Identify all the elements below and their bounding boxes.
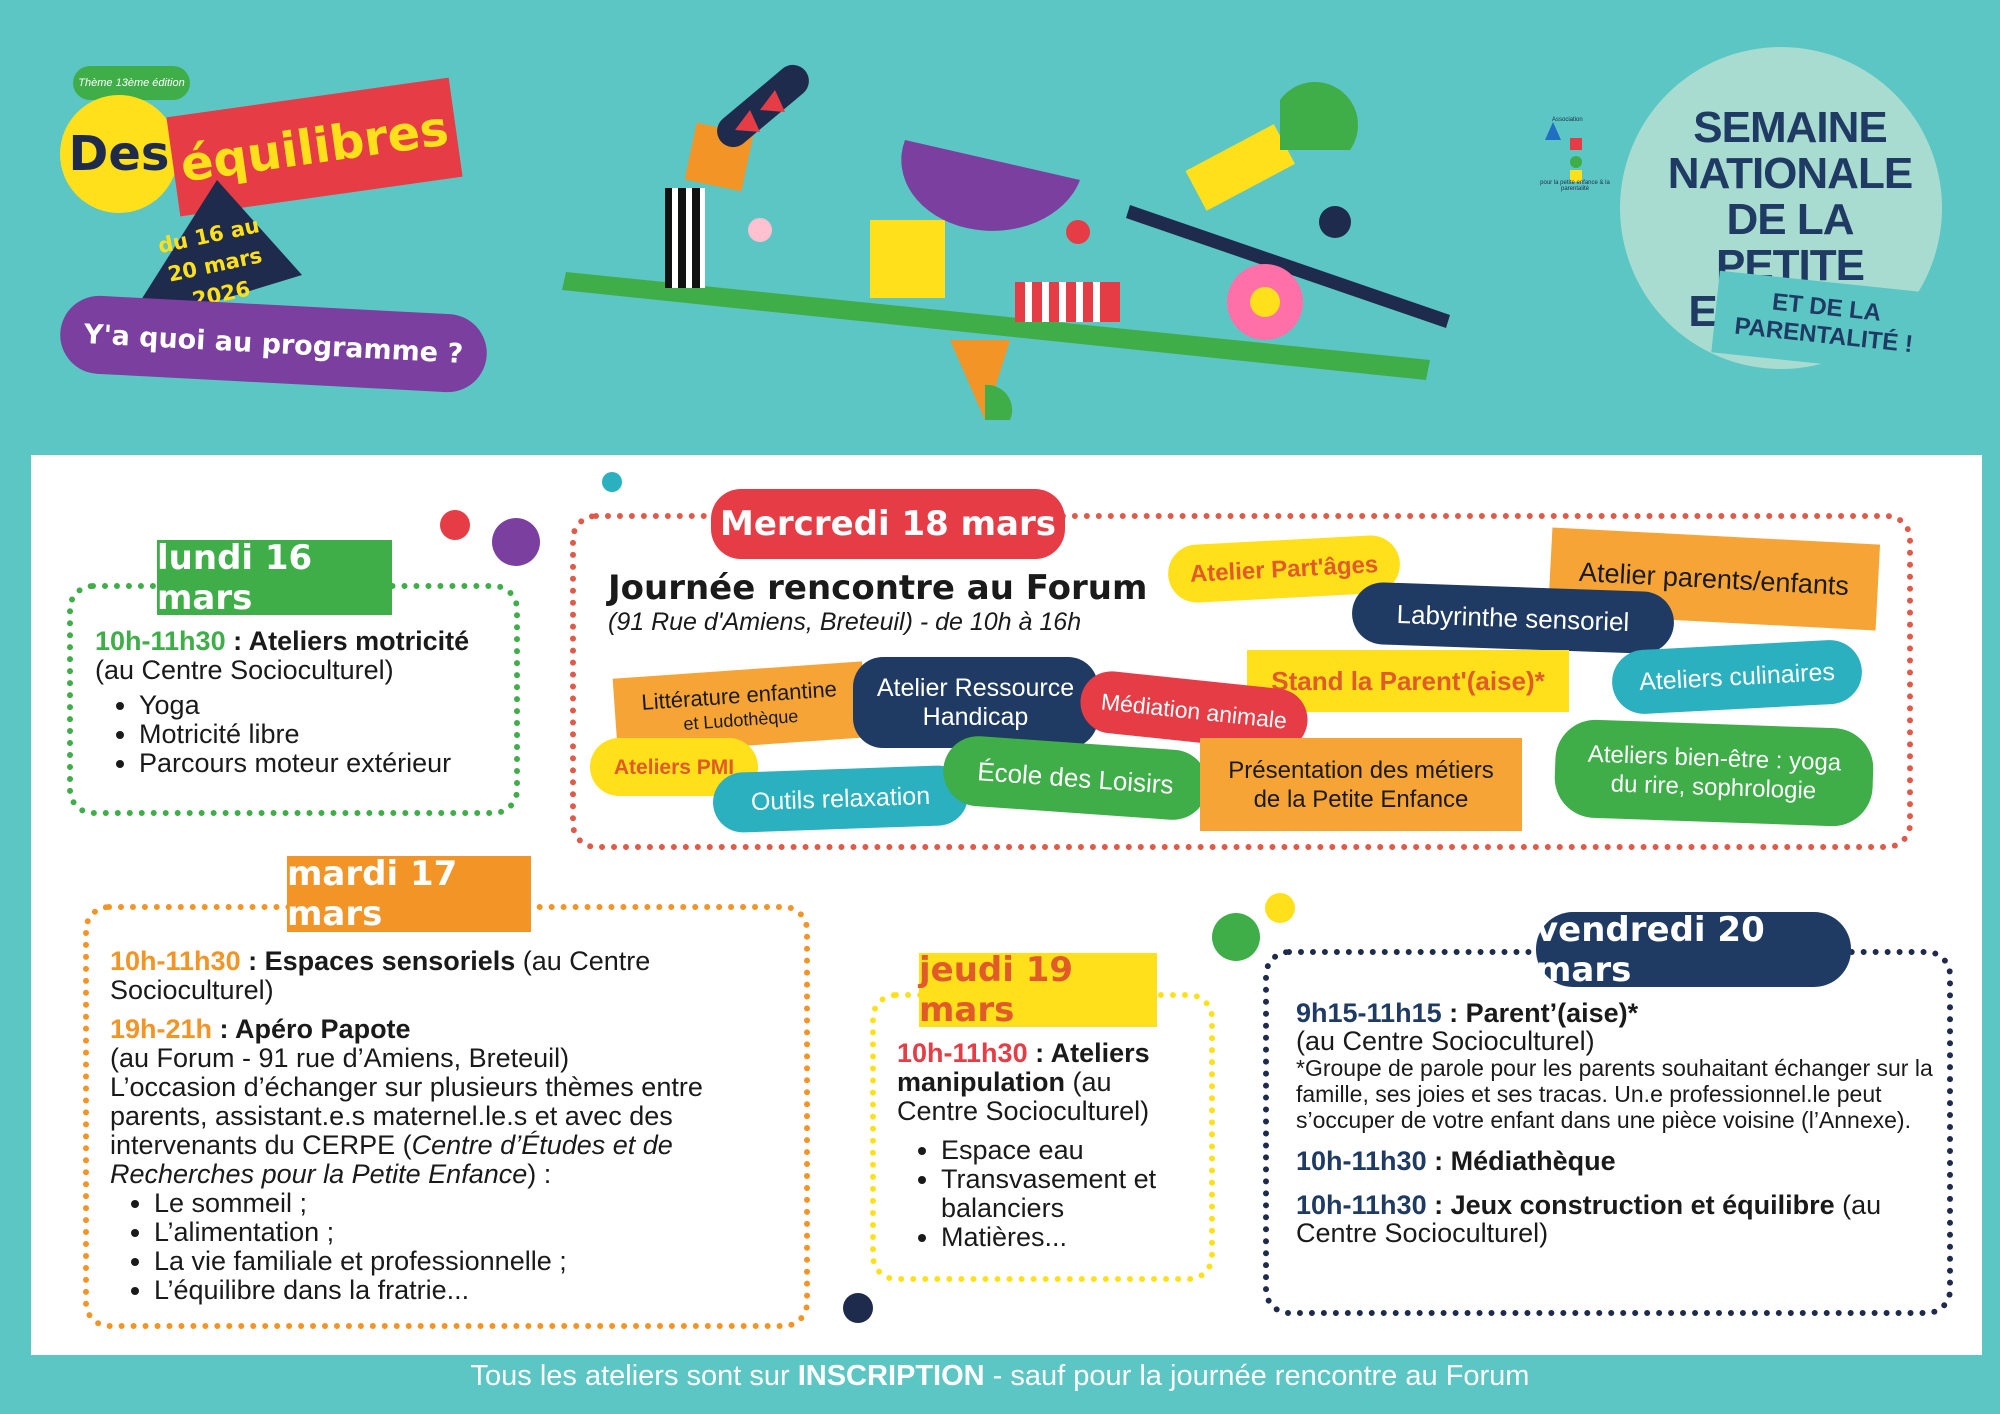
chip-bien-etre: Ateliers bien-être : yoga du rire, sophr… [1553,718,1875,828]
acpe-tagline: pour la petite enfance & la parentalité [1540,180,1610,192]
list-item: Le sommeil ; [154,1189,790,1218]
vendredi-tab: vendredi 20 mars [1536,910,1851,990]
red-dot-icon [440,510,470,540]
list-item: Matières... [941,1223,1197,1252]
mercredi-box [570,513,1913,850]
des-circle: Des [60,95,178,213]
jeudi-content: 10h-11h30 : Ateliers manipulation (au Ce… [897,1039,1197,1252]
chip-metiers: Présentation des métiers de la Petite En… [1200,738,1522,831]
yellow-dot-icon [1265,893,1295,923]
list-item: Transvasement et balanciers [941,1165,1197,1223]
navy-dot-icon [843,1293,873,1323]
green-dot-icon [1212,913,1260,961]
mardi-list: Le sommeil ; L’alimentation ; La vie fam… [110,1189,790,1305]
list-item: Yoga [139,691,505,720]
list-item: Parcours moteur extérieur [139,749,505,778]
chip-labyrinthe: Labyrinthe sensoriel [1351,581,1675,655]
programme-banner: Y'a quoi au programme ? [58,293,489,395]
mercredi-tab: Mercredi 18 mars [711,489,1065,559]
lundi-list: Yoga Motricité libre Parcours moteur ext… [95,691,505,778]
list-item: L’équilibre dans la fratrie... [154,1276,790,1305]
mercredi-heading: Journée rencontre au Forum (91 Rue d'Ami… [608,568,1148,636]
list-item: Espace eau [941,1136,1197,1165]
footer-note: Tous les ateliers sont sur INSCRIPTION -… [470,1360,1530,1392]
purple-dot-icon [492,518,540,566]
chip-ressource-handicap: Atelier Ressource Handicap [853,657,1098,748]
date-triangle [122,180,302,330]
chip-relaxation: Outils relaxation [712,764,969,834]
teal-dot-icon [602,472,622,492]
vendredi-content: 9h15-11h15 : Parent’(aise)* (au Centre S… [1296,998,1933,1248]
list-item: L’alimentation ; [154,1218,790,1247]
acpe-label: Association [1552,117,1583,123]
lundi-tab: lundi 16 mars [157,538,392,618]
list-item: Motricité libre [139,720,505,749]
list-item: La vie familiale et professionnelle ; [154,1247,790,1276]
theme-edition-badge: Thème 13ème édition [73,66,190,100]
mardi-content: 10h-11h30 : Espaces sensoriels (au Centr… [110,947,790,1305]
chip-culinaires: Ateliers culinaires [1610,638,1864,716]
jeudi-list: Espace eau Transvasement et balanciers M… [897,1136,1197,1252]
acpe-logo-icon [1545,122,1582,182]
lundi-content: 10h-11h30 : Ateliers motricité (au Centr… [95,627,505,778]
balance-illustration-icon [562,64,1450,420]
jeudi-tab: jeudi 19 mars [919,950,1157,1030]
mardi-tab: mardi 17 mars [287,854,531,934]
